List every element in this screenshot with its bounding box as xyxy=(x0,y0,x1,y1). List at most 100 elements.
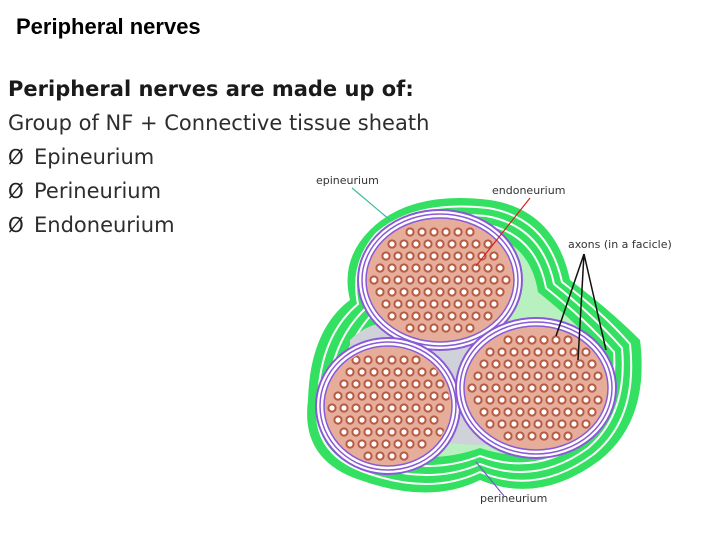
axon-core xyxy=(443,393,449,399)
axon-core xyxy=(365,357,371,363)
axon-core xyxy=(413,241,419,247)
axon-core xyxy=(473,241,479,247)
axon-core xyxy=(395,393,401,399)
axon-core xyxy=(583,397,589,403)
axon-core xyxy=(497,265,503,271)
axon-core xyxy=(395,441,401,447)
axon-core xyxy=(443,277,449,283)
axon-core xyxy=(425,241,431,247)
axon-core xyxy=(467,325,473,331)
axon-core xyxy=(517,337,523,343)
axon-core xyxy=(377,453,383,459)
axon-core xyxy=(425,405,431,411)
axon-core xyxy=(383,253,389,259)
axon-core xyxy=(475,397,481,403)
axon-core xyxy=(535,349,541,355)
axon-core xyxy=(553,409,559,415)
axon-core xyxy=(469,385,475,391)
axon-core xyxy=(577,361,583,367)
axon-core xyxy=(455,229,461,235)
axon-core xyxy=(595,397,601,403)
axon-core xyxy=(505,361,511,367)
axon-core xyxy=(517,361,523,367)
axon-core xyxy=(419,369,425,375)
axon-core xyxy=(485,265,491,271)
label-perineurium: perineurium xyxy=(480,492,547,505)
axon-core xyxy=(443,301,449,307)
axon-core xyxy=(359,417,365,423)
axon-core xyxy=(407,417,413,423)
pointer-line xyxy=(555,253,585,337)
axon-core xyxy=(565,337,571,343)
axon-core xyxy=(395,301,401,307)
axon-core xyxy=(523,397,529,403)
axon-core xyxy=(407,229,413,235)
axon-core xyxy=(491,253,497,259)
axon-core xyxy=(487,373,493,379)
axon-core xyxy=(401,429,407,435)
axon-core xyxy=(541,433,547,439)
intro-text: Peripheral nerves are made up of: xyxy=(8,77,414,101)
axon-core xyxy=(419,253,425,259)
axon-core xyxy=(395,369,401,375)
axon-core xyxy=(389,381,395,387)
axon-core xyxy=(583,349,589,355)
axon-core xyxy=(353,429,359,435)
pointer-line xyxy=(475,197,531,267)
axon-core xyxy=(419,325,425,331)
axon-core xyxy=(341,429,347,435)
label-epineurium: epineurium xyxy=(316,174,379,187)
axon-core xyxy=(377,265,383,271)
axon-core xyxy=(347,417,353,423)
axon-core xyxy=(389,357,395,363)
axon-core xyxy=(377,357,383,363)
axon-core xyxy=(479,301,485,307)
axon-core xyxy=(541,361,547,367)
axon-core xyxy=(413,429,419,435)
axon-core xyxy=(565,409,571,415)
axon-core xyxy=(553,337,559,343)
axon-core xyxy=(419,229,425,235)
axon-core xyxy=(511,397,517,403)
page-title: Peripheral nerves xyxy=(16,14,201,39)
axon-core xyxy=(443,325,449,331)
axon-core xyxy=(431,325,437,331)
axon-core xyxy=(347,441,353,447)
axon-core xyxy=(577,385,583,391)
axon-core xyxy=(541,385,547,391)
axon-core xyxy=(389,241,395,247)
axon-core xyxy=(383,441,389,447)
axon-core xyxy=(335,417,341,423)
axon-core xyxy=(401,265,407,271)
axon-core xyxy=(505,433,511,439)
axon-core xyxy=(413,381,419,387)
axon-core xyxy=(511,349,517,355)
axon-core xyxy=(383,301,389,307)
bullet-label: Perineurium xyxy=(34,179,162,203)
axon-core xyxy=(407,253,413,259)
axon-core xyxy=(383,369,389,375)
axon-core xyxy=(425,429,431,435)
axon-core xyxy=(395,277,401,283)
axon-core xyxy=(413,289,419,295)
axon-core xyxy=(431,229,437,235)
axon-core xyxy=(443,253,449,259)
axon-core xyxy=(383,393,389,399)
axon-core xyxy=(467,253,473,259)
axon-core xyxy=(389,429,395,435)
axon-core xyxy=(523,349,529,355)
axon-core xyxy=(419,441,425,447)
axon-core xyxy=(419,301,425,307)
axon-core xyxy=(401,289,407,295)
axon-core xyxy=(401,313,407,319)
axon-core xyxy=(395,417,401,423)
fascicle xyxy=(455,317,617,459)
axon-core xyxy=(449,313,455,319)
axon-core xyxy=(583,421,589,427)
arrow-bullet-icon: Ø xyxy=(8,179,24,203)
axon-core xyxy=(523,373,529,379)
nerve-diagram: epineurium endoneurium axons (in a facic… xyxy=(307,174,672,505)
axon-core xyxy=(589,409,595,415)
axon-core xyxy=(481,409,487,415)
axon-core xyxy=(413,265,419,271)
